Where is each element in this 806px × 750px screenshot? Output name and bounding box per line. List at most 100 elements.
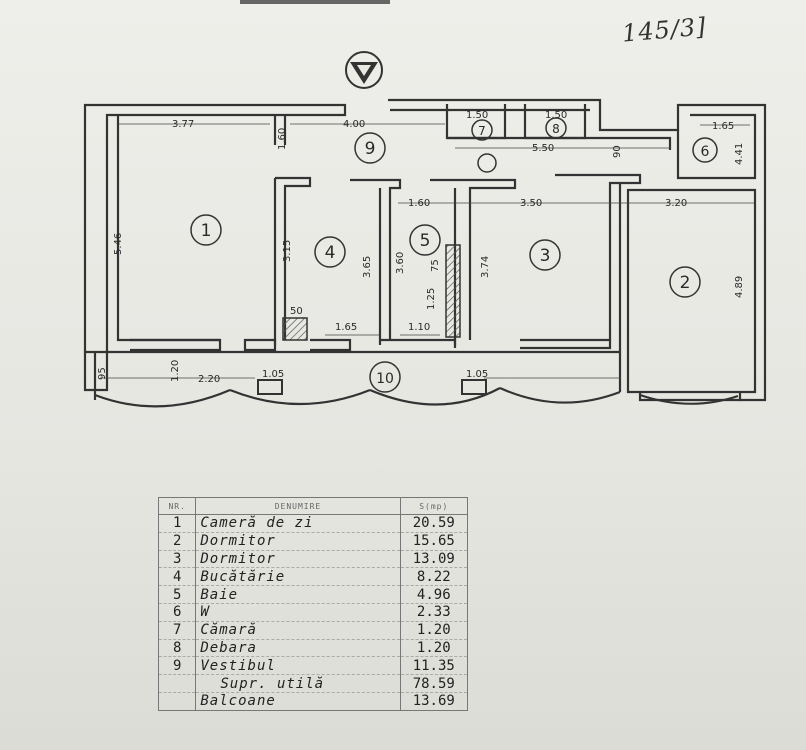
dim-label: 2.20	[198, 374, 220, 385]
room-marker-4	[314, 236, 346, 268]
table-row: 9 Vestibul 11.35	[157, 656, 469, 676]
dim-label: 4.89	[734, 276, 745, 298]
dim-label: 90	[612, 145, 623, 158]
room-marker-1	[190, 214, 222, 246]
room-number: 6	[701, 144, 710, 160]
dim-label: 1.60	[277, 128, 288, 150]
row-name: Dormitor	[195, 550, 401, 569]
window-block	[257, 379, 283, 395]
row-area: 1.20	[399, 639, 469, 658]
table-row: 5 Baie 4.96	[157, 585, 469, 604]
dim-label: 3.60	[395, 252, 406, 274]
room-marker-7	[471, 119, 493, 141]
row-nr	[157, 692, 197, 711]
table-row-total: Supr. utilă 78.59	[157, 674, 469, 693]
row-area: 15.65	[399, 532, 469, 551]
row-name: Cămară	[195, 621, 401, 640]
room-marker-10	[369, 361, 401, 393]
dim-label: 1.10	[408, 322, 430, 333]
header-fragment	[240, 0, 390, 4]
hatch-bath	[445, 244, 461, 338]
dim-label: 95	[97, 367, 108, 380]
dim-label: 3.65	[362, 256, 373, 278]
row-area: 4.96	[399, 585, 469, 604]
dim-label: 1.65	[335, 322, 357, 333]
room-number: 10	[376, 371, 394, 387]
row-name: Dormitor	[195, 532, 401, 551]
floor-plan: 3.77 4.00 1.50 1.50 1.65 5.50 1.60 90 4.…	[83, 0, 767, 408]
dim-label: 1.50	[466, 110, 488, 121]
row-nr: 3	[157, 550, 197, 569]
table-row: 2 Dormitor 15.65	[157, 532, 469, 551]
row-area: 78.59	[399, 674, 469, 693]
row-nr	[157, 674, 197, 693]
table-row-balconies: Balcoane 13.69	[157, 692, 469, 711]
row-area: 8.22	[399, 567, 469, 587]
window-arc	[639, 394, 739, 405]
dim-label: 4.41	[734, 143, 745, 165]
room-legend: NR. DENUMIRE S(mp) 1 Cameră de zi 20.59 …	[157, 497, 469, 711]
row-name: W	[195, 603, 401, 622]
dim-label: 1.05	[466, 369, 488, 380]
row-nr: 8	[157, 639, 197, 658]
legend-table: NR. DENUMIRE S(mp) 1 Cameră de zi 20.59 …	[157, 497, 469, 711]
row-name: Baie	[195, 585, 401, 604]
room-number: 1	[201, 221, 212, 241]
room-number: 2	[680, 273, 691, 293]
row-nr: 9	[157, 656, 197, 676]
dim-label: 3.15	[282, 240, 293, 262]
dim-label: 50	[290, 306, 303, 317]
window-block	[461, 379, 487, 395]
row-name: Debara	[195, 639, 401, 658]
room-number: 9	[365, 139, 376, 159]
table-row: 7 Cămară 1.20	[157, 621, 469, 640]
room-marker-6	[692, 137, 718, 163]
table-row: 3 Dormitor 13.09	[157, 550, 469, 569]
dimension-lines	[100, 123, 755, 379]
room-marker-8	[545, 117, 567, 139]
row-name: Bucătărie	[195, 567, 401, 587]
dim-label: 4.00	[343, 119, 365, 130]
dim-label: 5.46	[113, 233, 124, 255]
dim-label: 1.25	[426, 288, 437, 310]
north-arrow-icon	[345, 51, 383, 89]
dim-label: 3.77	[172, 119, 194, 130]
legend-header-row: NR. DENUMIRE S(mp)	[157, 497, 469, 515]
room-marker-3	[529, 239, 561, 271]
dim-label: 5.50	[532, 143, 554, 154]
dim-label: 1.20	[170, 360, 181, 382]
room-number: 8	[552, 122, 560, 136]
row-name: Vestibul	[195, 656, 401, 676]
row-nr: 7	[157, 621, 197, 640]
room-marker-9	[354, 132, 386, 164]
room-number: 3	[540, 246, 551, 266]
row-name: Balcoane	[195, 692, 401, 711]
room-marker-2	[669, 266, 701, 298]
table-row: 8 Debara 1.20	[157, 639, 469, 658]
fixture-circle	[477, 153, 497, 173]
dim-label: 75	[430, 259, 441, 272]
row-nr: 4	[157, 567, 197, 587]
table-row: 6 W 2.33	[157, 603, 469, 622]
dim-label: 3.50	[520, 198, 542, 209]
row-nr: 2	[157, 532, 197, 551]
dim-label: 1.60	[408, 198, 430, 209]
walls	[83, 98, 767, 408]
hatch-kitchen	[282, 317, 308, 341]
room-number: 7	[478, 124, 486, 138]
room-number: 5	[420, 231, 431, 251]
dim-label: 3.20	[665, 198, 687, 209]
row-name: Supr. utilă	[195, 674, 401, 693]
row-area: 20.59	[399, 514, 469, 533]
table-row: 1 Cameră de zi 20.59	[157, 514, 469, 533]
row-area: 2.33	[399, 603, 469, 622]
row-area: 11.35	[399, 656, 469, 676]
column-header-area: S(mp)	[399, 497, 469, 515]
column-header-name: DENUMIRE	[195, 497, 401, 515]
dim-label: 1.50	[545, 110, 567, 121]
row-nr: 5	[157, 585, 197, 604]
row-nr: 1	[157, 514, 197, 533]
row-area: 13.09	[399, 550, 469, 569]
column-header-nr: NR.	[157, 497, 197, 515]
dim-label: 1.65	[712, 121, 734, 132]
